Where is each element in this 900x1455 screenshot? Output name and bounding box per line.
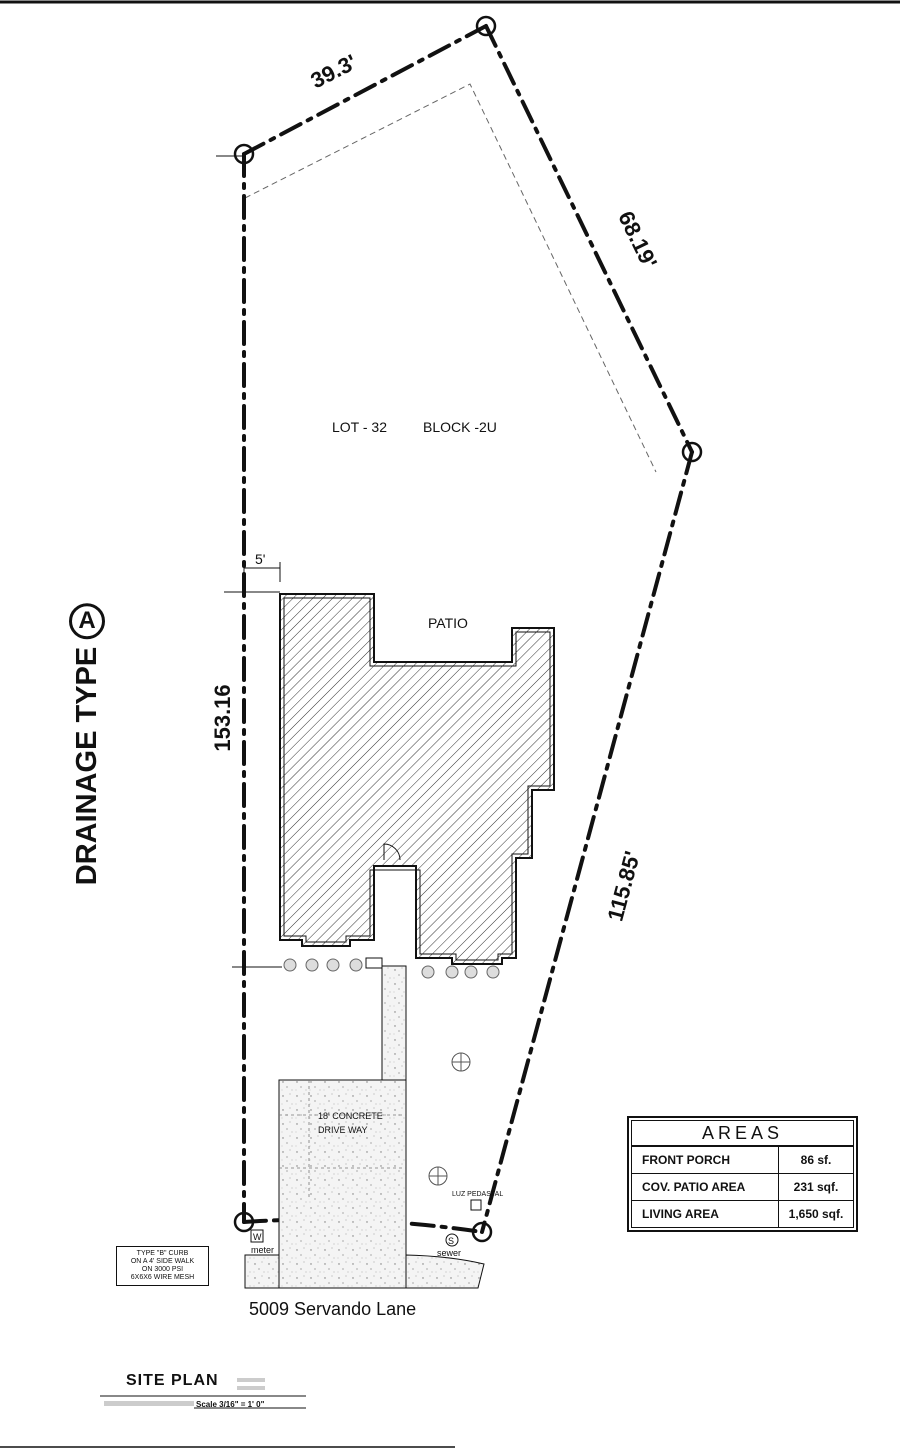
driveway-label-1: 18' CONCRETE	[318, 1111, 383, 1121]
block-label: BLOCK -2U	[423, 419, 497, 435]
areas-row: LIVING AREA 1,650 sqf.	[632, 1201, 853, 1227]
areas-title: AREAS	[632, 1121, 853, 1147]
meter-label: meter	[251, 1245, 274, 1255]
yard-trees	[428, 1052, 471, 1186]
door-swing	[383, 843, 401, 861]
setback-dimension	[224, 562, 282, 968]
area-name: COV. PATIO AREA	[632, 1174, 779, 1200]
walkway	[381, 965, 407, 1081]
area-value: 231 sqf.	[793, 1180, 839, 1194]
dimension-west: 153.16	[210, 684, 235, 751]
patio-label: PATIO	[428, 615, 468, 631]
driveway	[278, 1079, 407, 1289]
water-meter-icon	[250, 1229, 264, 1243]
pedestal-label: LUZ PEDASTAL	[452, 1191, 503, 1198]
house-footprint	[279, 593, 555, 965]
areas-row: COV. PATIO AREA 231 sqf.	[632, 1174, 853, 1201]
curb-note-line: ON 3000 PSI	[141, 1266, 184, 1273]
dimension-east: 115.85'	[602, 848, 645, 923]
sewer-symbol: S	[448, 1236, 454, 1246]
street-address: 5009 Servando Lane	[249, 1299, 417, 1319]
areas-row: FRONT PORCH 86 sf.	[632, 1147, 853, 1174]
drainage-type-badge: A	[69, 602, 105, 639]
dimension-northeast: 68.19'	[613, 207, 662, 272]
site-plan-title: SITE PLAN	[126, 1372, 219, 1389]
shrubs	[283, 958, 500, 979]
sidewalk	[244, 1254, 280, 1289]
setback-label: 5'	[255, 551, 265, 567]
title-underline	[100, 1378, 306, 1409]
curb-note-line: 6X6X6 WIRE MESH	[130, 1274, 195, 1281]
corner-markers	[233, 15, 703, 1243]
areas-table: AREAS FRONT PORCH 86 sf. COV. PATIO AREA…	[627, 1116, 858, 1232]
area-value: 1,650 sqf.	[788, 1207, 844, 1221]
lot-label: LOT - 32	[332, 419, 387, 435]
curb-note: TYPE "B" CURB ON A 4' SIDE WALK ON 3000 …	[116, 1246, 209, 1286]
curb-note-line: TYPE "B" CURB	[136, 1250, 189, 1257]
sewer-label: sewer	[437, 1248, 461, 1258]
sewer-icon	[445, 1233, 459, 1247]
drainage-text: DRAINAGE TYPE	[70, 646, 103, 886]
pedestal-icon	[470, 1199, 482, 1211]
scale-label: Scale 3/16" = 1' 0"	[196, 1400, 265, 1409]
area-name: FRONT PORCH	[632, 1147, 779, 1173]
sidewalk-right	[405, 1254, 485, 1289]
driveway-label-2: DRIVE WAY	[318, 1125, 368, 1135]
water-meter-symbol: W	[253, 1232, 262, 1242]
dimension-top: 39.3'	[307, 49, 361, 93]
curb-note-line: ON A 4' SIDE WALK	[130, 1258, 195, 1265]
area-value: 86 sf.	[800, 1153, 832, 1167]
setback-line	[244, 83, 657, 473]
area-name: LIVING AREA	[632, 1201, 779, 1227]
porch-step	[365, 957, 383, 969]
